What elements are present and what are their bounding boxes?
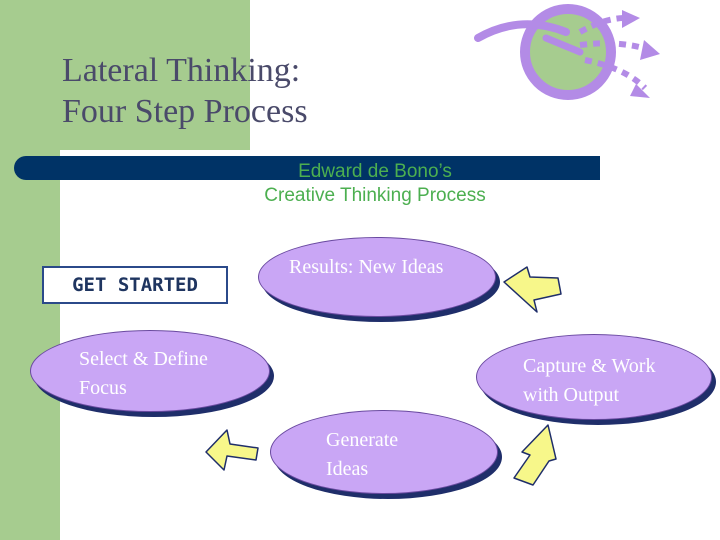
logo-swoosh-icon — [474, 20, 570, 42]
title-line-2: Four Step Process — [62, 93, 308, 130]
get-started-badge: GET STARTED — [42, 266, 228, 304]
page-title: Lateral Thinking: Four Step Process — [62, 50, 308, 132]
logo-circle-icon — [520, 4, 616, 100]
arrow-generate-to-capture-icon — [513, 424, 557, 486]
top-corner-block — [60, 0, 250, 150]
step-select-define-focus: Select & Define Focus — [30, 330, 270, 412]
header-divider-bar — [14, 156, 600, 180]
step-capture-line-2: with Output — [523, 384, 620, 406]
step-generate-line-1: Generate — [326, 429, 399, 451]
step-select-line-2: Focus — [79, 377, 127, 399]
step-generate-ideas: Generate Ideas — [270, 410, 498, 494]
step-results-new-ideas: Results: New Ideas — [258, 237, 496, 317]
step-generate-line-2: Ideas — [326, 458, 369, 480]
step-results-label: Results: New Ideas — [289, 256, 444, 278]
arrow-select-to-generate-icon — [205, 429, 259, 471]
step-select-line-1: Select & Define — [79, 348, 208, 370]
logo-dotted-arrows-icon — [578, 15, 651, 91]
subtitle-line-2: Creative Thinking Process — [264, 185, 486, 206]
step-capture-line-1: Capture & Work — [523, 355, 656, 377]
logo-graphic — [474, 4, 660, 100]
arrow-capture-to-results-icon — [503, 266, 562, 313]
title-line-1: Lateral Thinking: — [62, 52, 301, 89]
step-capture-work-output: Capture & Work with Output — [476, 334, 712, 420]
subtitle-line-1: Edward de Bono’s — [298, 161, 452, 182]
page-subtitle: Edward de Bono’s Creative Thinking Proce… — [200, 160, 550, 208]
